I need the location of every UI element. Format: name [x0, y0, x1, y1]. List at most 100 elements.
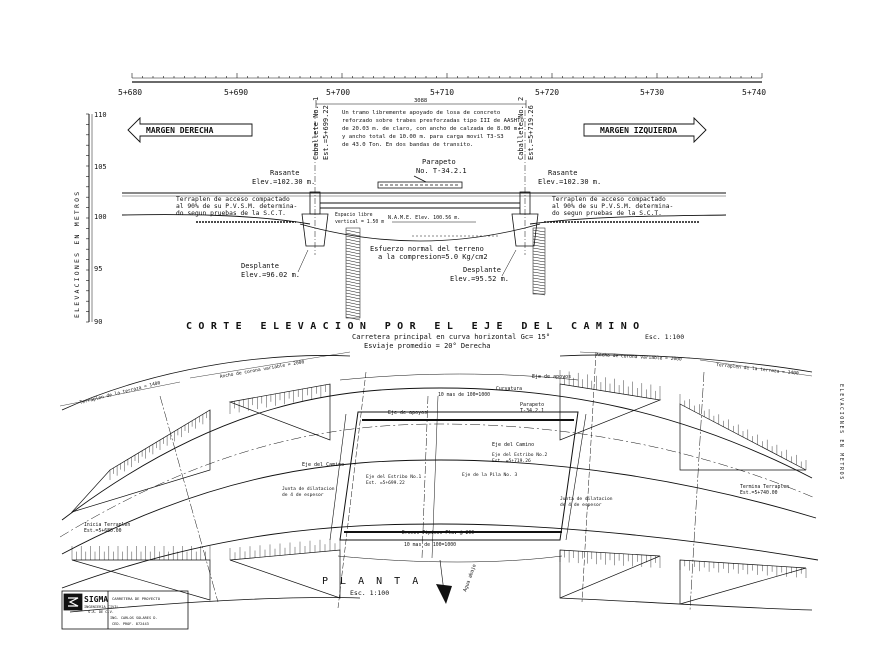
hatch-line — [345, 289, 361, 294]
hatch-line — [345, 283, 361, 288]
elev-axis-label: ELEVACIONES EN METROS — [73, 190, 81, 318]
plan-view — [59, 351, 819, 613]
note-line: de 20.03 m. de claro, con ancho de calza… — [342, 126, 521, 132]
hatch-line — [345, 241, 361, 246]
hatch-line — [345, 310, 361, 315]
hatch-line — [532, 238, 546, 242]
plan-label: Junta de dilatacion — [560, 496, 613, 502]
hatch-line — [345, 247, 361, 252]
hatch-line — [345, 301, 361, 306]
hatch-line — [345, 253, 361, 258]
hatch-line — [345, 265, 361, 270]
hatch-line — [532, 292, 546, 296]
elev-tick: 90 — [94, 318, 102, 326]
station-label: 5+680 — [118, 88, 142, 97]
hatch-line — [345, 268, 361, 273]
plan-label: Est.=5+740.00 — [740, 490, 778, 496]
hatch-line — [532, 232, 546, 236]
hatch-line — [532, 241, 546, 245]
hatch-line — [345, 232, 361, 237]
water-level — [392, 221, 500, 237]
plan-label: de 4 de espesor — [560, 502, 602, 508]
margin-left-arrow — [583, 116, 707, 144]
hatch-line — [345, 298, 361, 303]
elevation-axis — [86, 113, 93, 323]
hatch-line — [532, 229, 546, 233]
hatch-line — [532, 289, 546, 293]
hatch-line — [532, 283, 546, 287]
plan-label: Eje del Estribo No.1 — [366, 474, 422, 480]
support1-station: Est.=5+699.22 — [322, 105, 330, 160]
hatch-line — [345, 235, 361, 240]
grade-line — [122, 192, 726, 197]
hatch-line — [345, 256, 361, 261]
project-name: CARRETERA DE PROYECTO — [112, 596, 161, 601]
pile-right — [532, 227, 546, 296]
span-dimension — [315, 100, 527, 108]
hatch-line — [345, 277, 361, 282]
station-label: 5+700 — [326, 88, 350, 97]
fill-right: Terraplen de acceso compactado — [552, 196, 666, 203]
hatch-line — [345, 238, 361, 243]
hatch-line — [532, 235, 546, 239]
parapet-model: No. T-34.2.1 — [416, 167, 467, 175]
margin-left-label: MARGEN IZQUIERDA — [600, 126, 677, 135]
plan-title: P L A N T A — [322, 576, 421, 587]
desplante-left-label: Desplante — [241, 262, 279, 270]
plan-label: Eje del Estribo No.2 — [492, 452, 548, 458]
hatch-line — [532, 277, 546, 281]
slope-hatching — [71, 370, 807, 578]
fill-right: do segun pruebas de la S.C.T. — [552, 210, 662, 217]
plan-scale: Esc. 1:100 — [350, 589, 389, 597]
fill-left: Terraplen de acceso compactado — [176, 196, 290, 203]
hatch-line — [345, 280, 361, 285]
hatch-line — [345, 313, 361, 318]
hatch-line — [532, 286, 546, 290]
desplante-left-elev: Elev.=96.02 m. — [241, 271, 300, 279]
rasante-left-elev: Elev.=102.30 m. — [252, 178, 315, 186]
plan-label: Eje de apoyos — [532, 374, 571, 380]
hatch-line — [532, 259, 546, 263]
hatch-line — [345, 244, 361, 249]
parapet-title: Parapeto — [422, 158, 456, 166]
note-line: reforzado sobre trabes presforzadas tipo… — [342, 118, 524, 124]
company-sub: S.A. DE C.V. — [88, 610, 114, 614]
elev-tick: 105 — [94, 163, 107, 171]
hatch-line — [532, 247, 546, 251]
clearance-text: vertical = 1.50 m — [335, 219, 384, 225]
hatch-line — [532, 265, 546, 269]
hatch-line — [532, 268, 546, 272]
station-label: 5+720 — [535, 88, 559, 97]
hatch-line — [345, 274, 361, 279]
soil-stress: Esfuerzo normal del terreno — [370, 245, 484, 253]
station-ruler — [131, 73, 763, 83]
elev-tick: 110 — [94, 111, 107, 119]
hatch-line — [345, 229, 361, 234]
rasante-right-label: Rasante — [548, 169, 578, 177]
support2-name: Caballete No. 2 — [517, 97, 525, 160]
hatch-line — [532, 280, 546, 284]
plan-label: Est.=5+680.00 — [84, 528, 122, 534]
plan-label: Drenes Tipicos Pluv @ 200 — [402, 530, 474, 536]
plan-label: Agua abajo — [462, 563, 478, 592]
hatch-line — [345, 304, 361, 309]
fill-right: al 90% de su P.V.S.M. determina- — [552, 203, 673, 210]
soil-stress: a la compresion=5.0 Kg/cm2 — [378, 253, 488, 261]
section-sub2: Esviaje promedio = 20° Derecha — [364, 342, 490, 350]
hatch-line — [345, 262, 361, 267]
desplante-right-label: Desplante — [463, 266, 501, 274]
plan-label: Est. =5+699.22 — [366, 480, 405, 486]
station-labels: 5+680 5+690 5+700 5+710 5+720 5+730 5+74… — [118, 88, 766, 97]
hatch-line — [345, 286, 361, 291]
hatch-line — [345, 259, 361, 264]
plan-label: de 4 de espesor — [282, 492, 324, 498]
support2-station: Est.=5+719.26 — [527, 105, 535, 160]
hatch-line — [532, 262, 546, 266]
name-elev: N.A.M.E. Elev. 100.56 m. — [388, 215, 460, 221]
plan-label: Eje de la Pila No. 3 — [462, 472, 518, 478]
note-line: de 43.0 Ton. En dos bandas de transito. — [342, 142, 473, 148]
elev-tick: 95 — [94, 265, 102, 273]
right-axis-label: ELEVACIONES EN METROS — [838, 384, 844, 481]
hatch-line — [532, 274, 546, 278]
hatch-line — [345, 295, 361, 300]
